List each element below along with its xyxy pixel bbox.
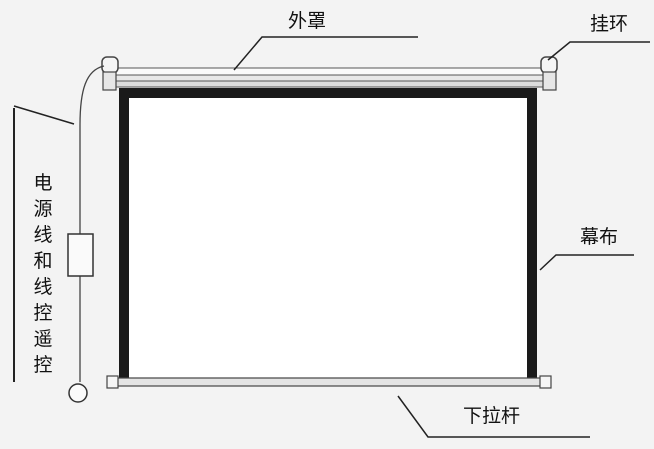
power-cable-label-char: 线 (33, 224, 53, 246)
hanging-ring-left (101, 56, 119, 91)
housing-label: 外罩 (288, 10, 327, 32)
power-cable-label-char: 和 (33, 250, 53, 272)
power-cable (79, 65, 105, 382)
power-cable-label-char: 源 (33, 198, 53, 220)
hanging-ring-label: 挂环 (590, 13, 629, 35)
wired-controller (67, 233, 94, 277)
power-cable-label-char: 控 (33, 302, 53, 324)
power-cable-label-char: 线 (33, 276, 53, 298)
power-cable-label-char: 遥 (33, 328, 53, 350)
power-cable-label: 电 源 线 和 线 控 遥 控 (30, 170, 56, 378)
pull-bar-label: 下拉杆 (463, 405, 521, 427)
power-cable-label-char: 控 (33, 354, 53, 376)
leader-lines (13, 36, 650, 438)
screen-fabric-label: 幕布 (580, 226, 619, 248)
power-cable-label-char: 电 (33, 172, 53, 194)
pull-bar (106, 375, 552, 389)
hanging-ring-right (540, 56, 558, 91)
screen-fabric (129, 98, 527, 378)
cable-plug (68, 383, 88, 403)
housing-tube (109, 67, 549, 88)
